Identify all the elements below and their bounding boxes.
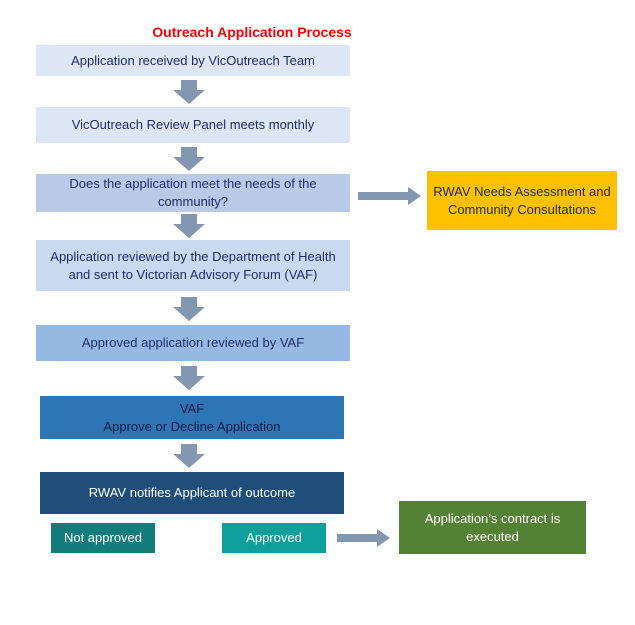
vaf-decision-label: Approve or Decline Application <box>103 418 281 434</box>
down-arrow-5 <box>173 366 205 390</box>
down-arrow-6 <box>173 444 205 468</box>
contract-executed-box: Application’s contract is executed <box>399 501 586 554</box>
diagram-title: Outreach Application Process <box>152 24 352 40</box>
vaf-label: VAF <box>179 400 205 416</box>
step-review-panel: VicOutreach Review Panel meets monthly <box>36 107 350 143</box>
step-notify-applicant: RWAV notifies Applicant of outcome <box>40 472 344 514</box>
rwav-assessment-box: RWAV Needs Assessment and Community Cons… <box>427 171 617 230</box>
step-application-received: Application received by VicOutreach Team <box>36 45 350 76</box>
step-department-review: Application reviewed by the Department o… <box>36 240 350 291</box>
right-arrow-contract <box>337 529 390 547</box>
outcome-approved: Approved <box>222 523 326 553</box>
step-vaf-decision: VAF Approve or Decline Application <box>40 396 344 439</box>
down-arrow-4 <box>173 297 205 321</box>
outcome-not-approved: Not approved <box>51 523 155 553</box>
step-approved-review: Approved application reviewed by VAF <box>36 325 350 361</box>
right-arrow-assessment <box>358 187 421 205</box>
down-arrow-2 <box>173 147 205 171</box>
down-arrow-1 <box>173 80 205 104</box>
down-arrow-3 <box>173 214 205 238</box>
step-needs-question: Does the application meet the needs of t… <box>36 174 350 212</box>
